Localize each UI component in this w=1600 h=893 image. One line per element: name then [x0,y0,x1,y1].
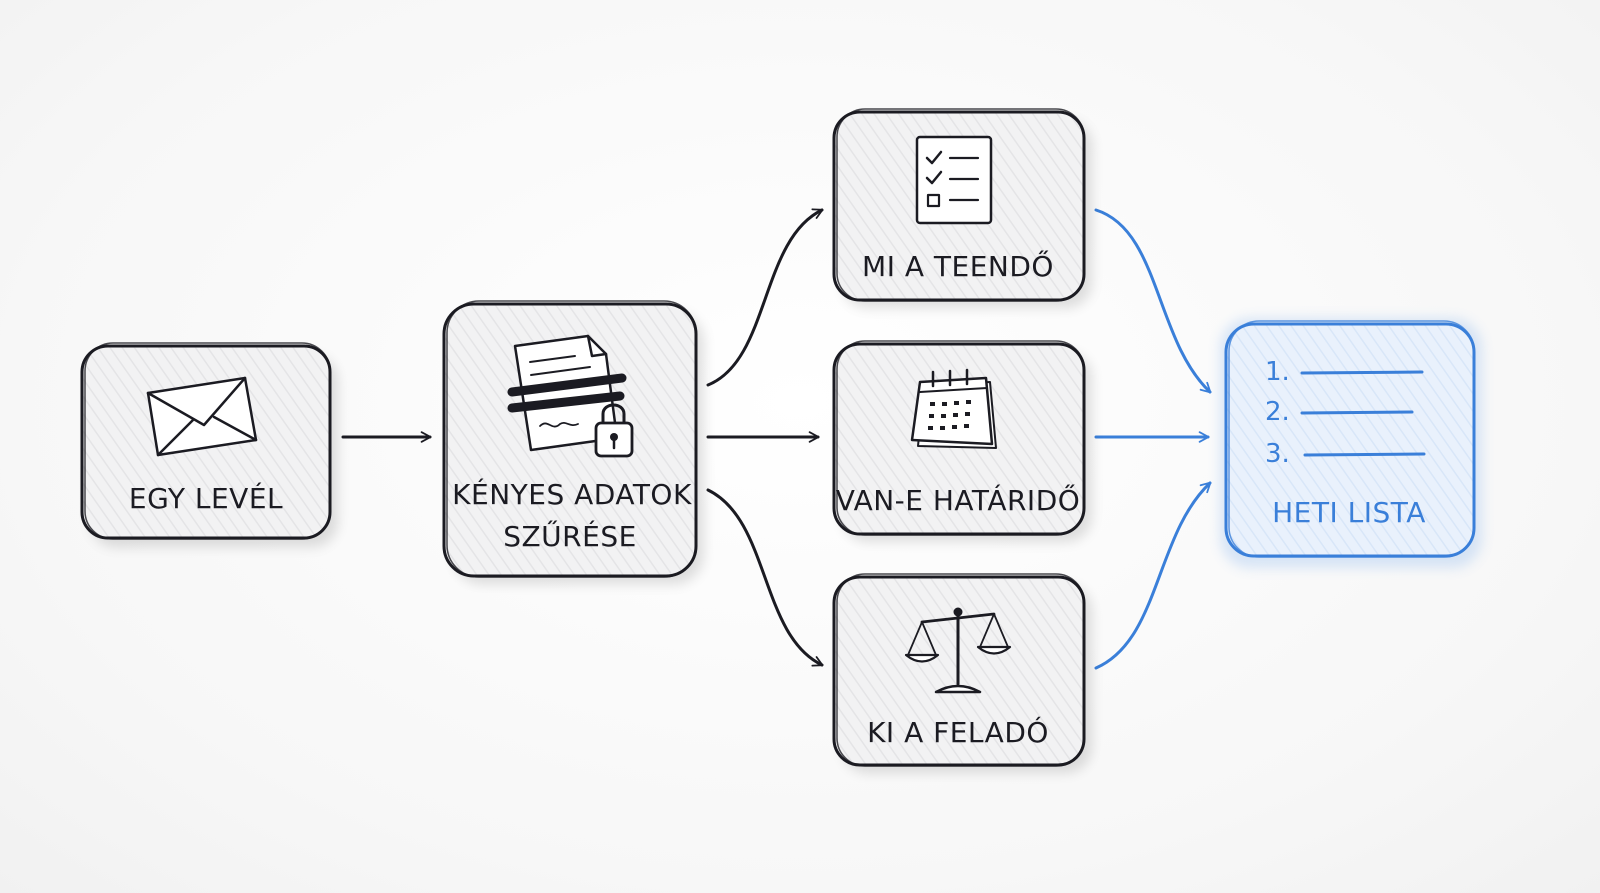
numbered-list: 1. 2. 3. [1265,357,1426,469]
node-deadline: VAN-E HATÁRIDŐ [832,340,1092,542]
node-todo-label: MI A TEENDŐ [862,249,1054,283]
calendar-icon [910,368,997,449]
arrow-todo-to-weekly [1094,208,1212,394]
node-weekly: 1. 2. 3. HETI LISTA [1220,318,1482,568]
scales-icon [904,607,1012,694]
node-filter: KÉNYES ADATOK SZŰRÉSE [442,300,704,584]
arrow-filter-to-sender [706,488,824,667]
node-filter-label-line1: KÉNYES ADATOK [452,477,692,511]
list-item-number-2: 2. [1265,397,1290,427]
node-todo: MI A TEENDŐ [832,108,1092,308]
node-letter-label: EGY LEVÉL [129,481,283,515]
connectors [341,208,1212,670]
node-sender-label: KI A FELADÓ [867,715,1049,749]
checklist-icon [915,135,993,225]
envelope-icon [146,376,258,457]
list-item-line-1 [1300,370,1424,375]
list-item-number-3: 3. [1265,439,1290,469]
arrow-filter-to-todo [706,208,824,387]
list-item-line-3 [1303,452,1426,457]
node-letter: EGY LEVÉL [80,342,338,547]
list-item-number-1: 1. [1265,357,1290,387]
node-filter-label-line2: SZŰRÉSE [503,519,637,553]
node-sender: KI A FELADÓ [832,573,1092,773]
node-deadline-label: VAN-E HATÁRIDŐ [836,483,1081,517]
redacted-document-lock-icon [507,334,634,458]
node-weekly-label: HETI LISTA [1272,496,1426,529]
list-item-line-2 [1300,410,1414,415]
arrow-sender-to-weekly [1094,481,1212,670]
